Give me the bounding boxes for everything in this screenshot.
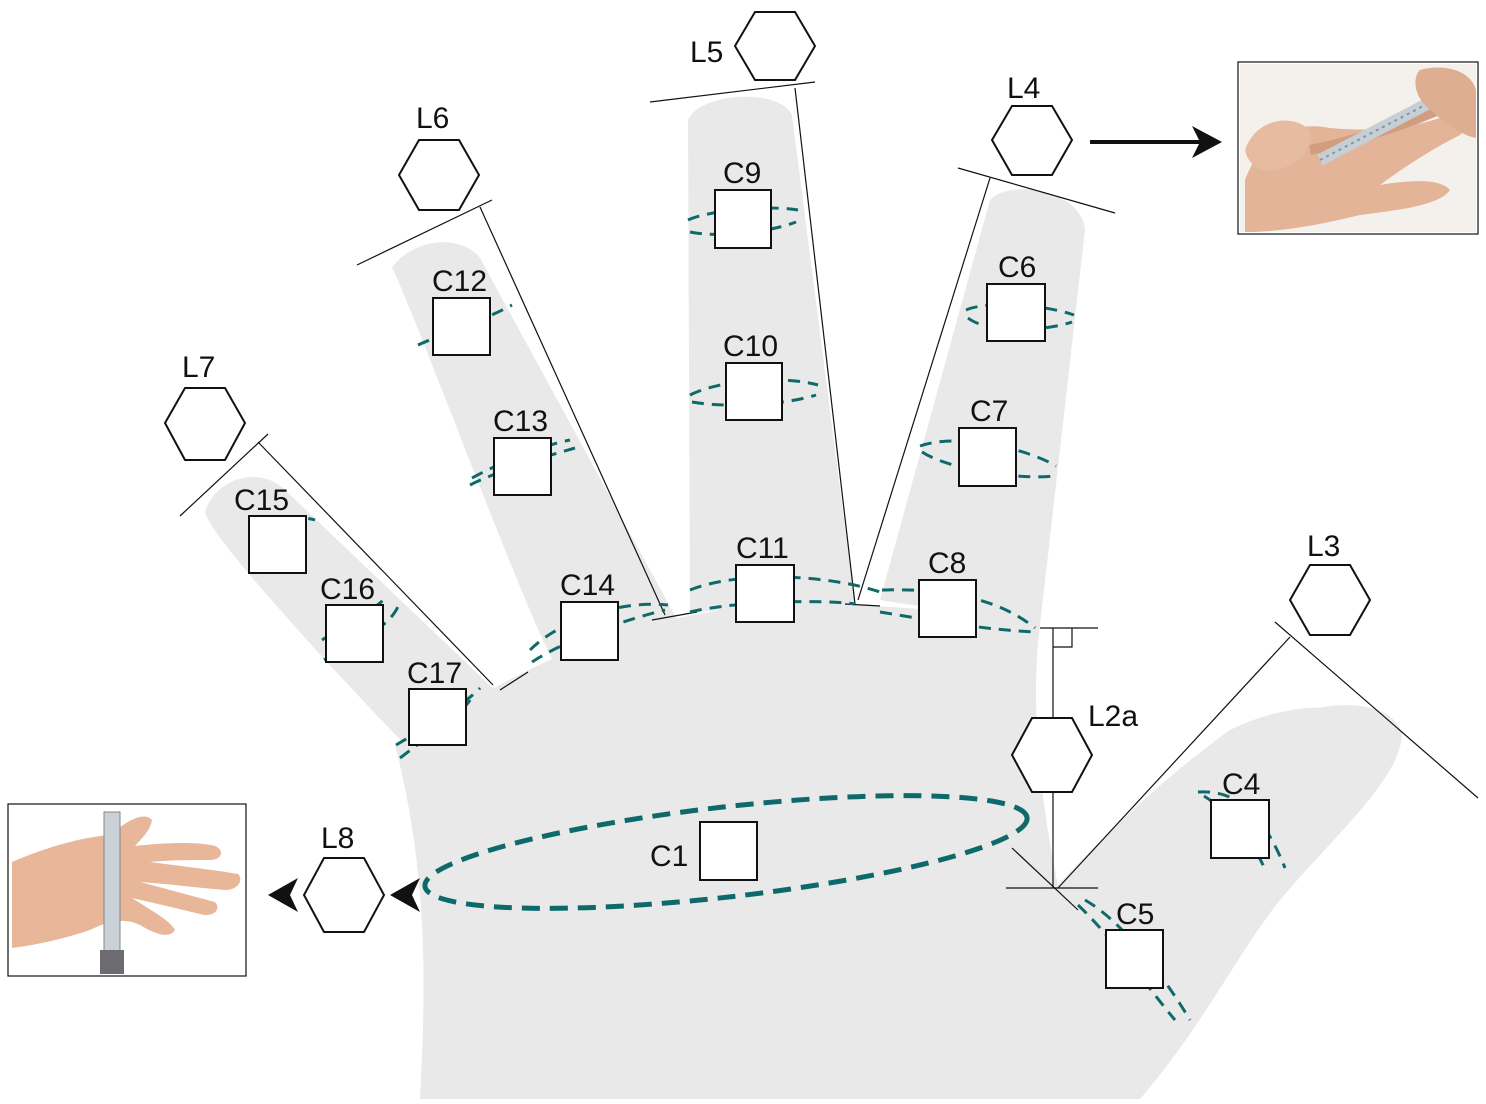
c5-box (1105, 929, 1164, 989)
c1-box (699, 821, 758, 881)
c5-tape (1076, 898, 1192, 1021)
hexagon-icon (733, 11, 817, 81)
hand-breadth-photo (7, 803, 247, 977)
hand-silhouette (205, 96, 1402, 1099)
l6-label: L6 (416, 102, 449, 135)
l8-pointer-left (268, 878, 298, 912)
l3-hexagon (1288, 564, 1372, 636)
right-angle-marker (1053, 628, 1073, 648)
c6-label: C6 (998, 251, 1036, 284)
l6-tip-line (356, 199, 493, 266)
c10-box (725, 362, 783, 421)
c7-label: C7 (970, 395, 1008, 428)
c15-box (248, 515, 307, 574)
triangle-pointer-icon (268, 878, 420, 912)
c17-label: C17 (407, 657, 462, 690)
holding-hand-left (1245, 120, 1311, 171)
caliper-bar (103, 811, 121, 963)
l3-base-tick (1011, 847, 1079, 911)
c11-box (735, 564, 795, 623)
c17-box (408, 688, 467, 746)
l5-length-line (794, 87, 856, 605)
c15-label: C15 (234, 484, 289, 517)
c14-label: C14 (560, 569, 615, 602)
l2a-label: L2a (1088, 700, 1138, 733)
c10-label: C10 (723, 330, 778, 363)
c9-tape (687, 206, 799, 236)
c14-box (560, 601, 619, 661)
l8-pointer-right (390, 878, 420, 912)
holding-hand-right (1415, 67, 1476, 138)
l2a-hexagon (1010, 717, 1094, 793)
l6-base-tick (651, 611, 698, 621)
l5-hexagon (733, 11, 817, 81)
c17-tape (395, 686, 482, 760)
caliper-base (100, 950, 124, 974)
l4-label: L4 (1007, 72, 1040, 105)
c4-label: C4 (1222, 768, 1260, 801)
c13-label: C13 (493, 405, 548, 438)
l8-hexagon (302, 857, 386, 933)
c8-box (918, 579, 977, 638)
l3-label: L3 (1307, 530, 1340, 563)
l7-hexagon (163, 387, 247, 461)
measured-hand-bottom (12, 816, 241, 948)
l7-base-tick (499, 671, 529, 691)
circumference-markers: C1 C9 C10 C11 C6 C7 C8 C12 C13 C14 C15 C… (234, 157, 1270, 989)
c11-tape (689, 575, 881, 614)
length-markers: L5 L4 L6 L7 L3 L2a L8 (163, 11, 1372, 933)
l5-tip-line (649, 81, 816, 103)
c12-label: C12 (432, 265, 487, 298)
length-lines (179, 81, 1479, 911)
c5-label: C5 (1116, 898, 1154, 931)
l3-tip-line (1274, 621, 1479, 799)
l6-length-line (479, 206, 666, 616)
c16-box (325, 604, 384, 663)
arrow-head (1192, 126, 1222, 158)
c12-box (432, 297, 491, 356)
c8-label: C8 (928, 547, 966, 580)
c16-label: C16 (320, 573, 375, 606)
c9-box (714, 189, 772, 249)
l7-label: L7 (182, 351, 215, 384)
c13-tape (469, 438, 576, 487)
c1-label: C1 (650, 840, 688, 873)
l4-hexagon (990, 105, 1074, 176)
c11-label: C11 (736, 532, 789, 565)
c4-box (1210, 799, 1270, 859)
finger-measurement-photo (1237, 61, 1479, 235)
c7-box (958, 427, 1017, 487)
l6-hexagon (397, 139, 481, 211)
l8-label: L8 (321, 822, 354, 855)
l5-label: L5 (690, 36, 723, 69)
l4-tip-line (957, 167, 1116, 214)
arrow-right-icon (1090, 126, 1222, 158)
c1-tape (422, 793, 1030, 911)
c13-box (493, 437, 552, 496)
l3-length-line (1057, 636, 1291, 889)
l7-length-line (257, 441, 494, 686)
c6-tape (965, 303, 1075, 331)
c9-label: C9 (723, 157, 761, 190)
l7-tip-line (179, 433, 269, 517)
l4-length-line (857, 177, 991, 601)
c6-box (986, 283, 1046, 342)
